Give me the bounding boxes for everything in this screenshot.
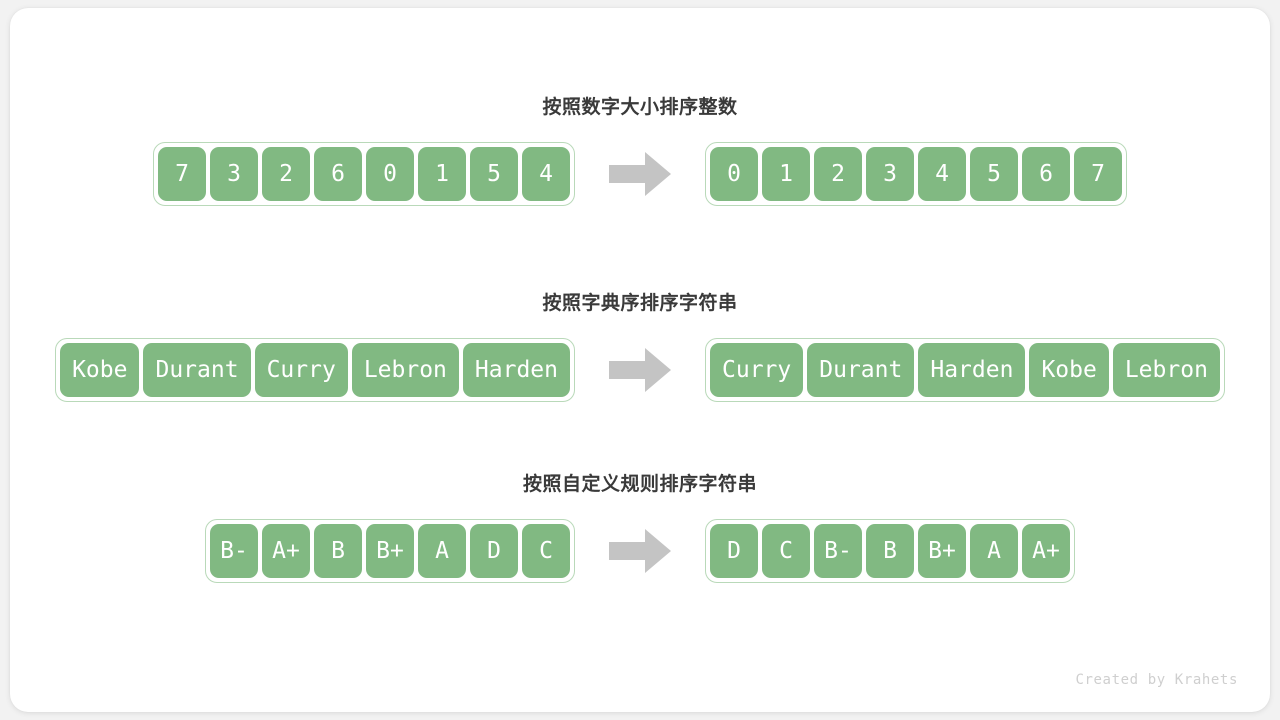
array-cell: Lebron (1112, 343, 1220, 397)
array-cell: 0 (710, 147, 758, 201)
array-cell: A+ (1022, 524, 1070, 578)
array-cell: A (418, 524, 466, 578)
array-cell: A+ (262, 524, 310, 578)
array-cell: 7 (1074, 147, 1122, 201)
array-cell: C (522, 524, 570, 578)
array-cell: Harden (462, 343, 570, 397)
array-cell: B- (814, 524, 862, 578)
array-cell: Durant (143, 343, 251, 397)
array-cell: Durant (807, 343, 915, 397)
array-cell: 1 (418, 147, 466, 201)
arrow-container (575, 529, 705, 573)
array-cell: B (314, 524, 362, 578)
array-cell: Harden (918, 343, 1026, 397)
arrow-container (575, 152, 705, 196)
array-cell: D (470, 524, 518, 578)
array-cell: 0 (366, 147, 414, 201)
array-cell: D (710, 524, 758, 578)
array-cell: B+ (918, 524, 966, 578)
array-cell: Curry (254, 343, 348, 397)
array-cell: Kobe (60, 343, 140, 397)
array-cell: B+ (366, 524, 414, 578)
array-cell: 5 (970, 147, 1018, 201)
right-arrow-icon (609, 348, 671, 392)
right-arrow-icon (609, 529, 671, 573)
array-cell: 4 (918, 147, 966, 201)
array-cell: 4 (522, 147, 570, 201)
section-title: 按照自定义规则排序字符串 (522, 473, 757, 495)
array-cell: C (762, 524, 810, 578)
array-cell: 5 (470, 147, 518, 201)
array-cell: 1 (762, 147, 810, 201)
array-cell: Curry (710, 343, 804, 397)
credit-label: Created by Krahets (1075, 672, 1238, 688)
array-cell: 3 (866, 147, 914, 201)
array-cell: 6 (314, 147, 362, 201)
right-arrow-icon (609, 152, 671, 196)
array-cell: B (866, 524, 914, 578)
section-title: 按照数字大小排序整数 (542, 96, 738, 118)
array-cell: 2 (814, 147, 862, 201)
arrow-container (575, 348, 705, 392)
section-title: 按照字典序排序字符串 (542, 292, 738, 314)
array-cell: A (970, 524, 1018, 578)
array-cell: 2 (262, 147, 310, 201)
array-cell: B- (210, 524, 258, 578)
array-cell: 3 (210, 147, 258, 201)
array-cell: 6 (1022, 147, 1070, 201)
array-cell: 7 (158, 147, 206, 201)
array-cell: Kobe (1029, 343, 1109, 397)
array-cell: Lebron (351, 343, 459, 397)
